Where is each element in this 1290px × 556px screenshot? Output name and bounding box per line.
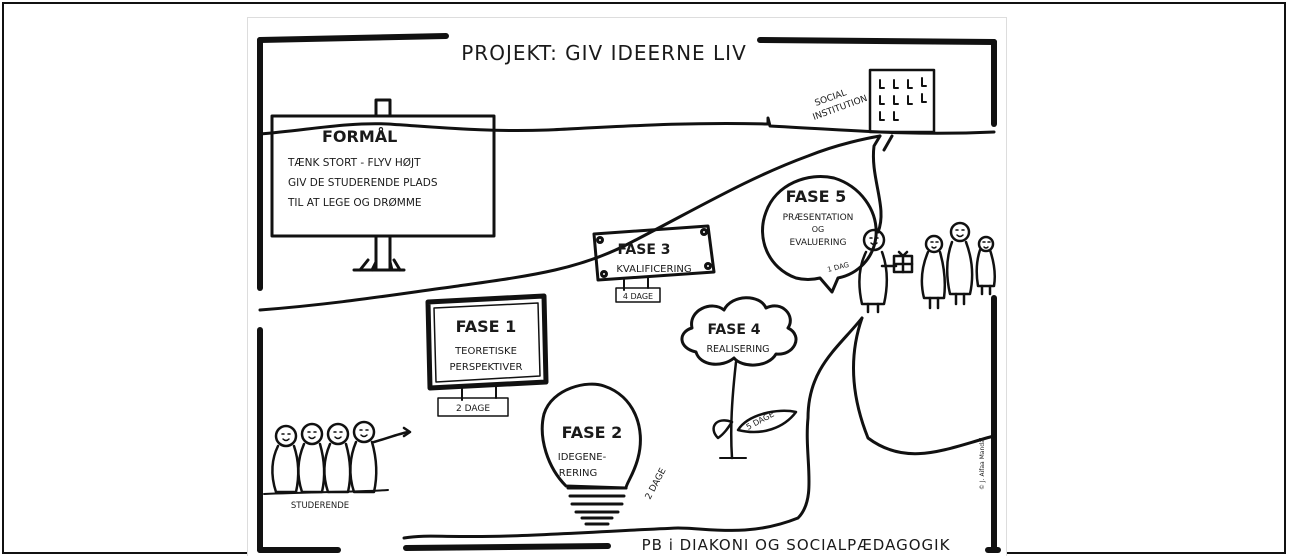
formal-line-2: GIV DE STUDERENDE PLADS <box>288 177 438 189</box>
fase2-line-1: IDEGENE- <box>558 452 607 463</box>
students-label: STUDERENDE <box>291 501 349 511</box>
sketch-drawing: PROJEKT: GIV IDEERNE LIV SOCIAL INSTITUT… <box>257 33 1001 554</box>
fase3-heading: FASE 3 <box>617 242 670 258</box>
signature: © J. Aifaa Mandal <box>979 437 986 490</box>
fase1-line-2: PERSPEKTIVER <box>450 362 523 373</box>
fase5-duration: 1 DAG <box>827 261 850 274</box>
fase1-duration: 2 DAGE <box>456 404 490 414</box>
fase5-figures-drawing <box>858 221 997 314</box>
fase4-heading: FASE 4 <box>707 322 760 338</box>
fase3-duration: 4 DAGE <box>623 292 653 301</box>
footer-text: PB i DIAKONI OG SOCIALPÆDAGOGIK <box>642 536 951 554</box>
fase5-line-1: PRÆSENTATION <box>783 213 854 223</box>
fase2-duration: 2 DAGE <box>644 466 669 501</box>
fase2-heading: FASE 2 <box>562 423 623 442</box>
fase1-sign-drawing <box>425 293 549 417</box>
formal-line-1: TÆNK STORT - FLYV HØJT <box>287 157 421 169</box>
fase1-line-1: TEORETISKE <box>454 346 517 357</box>
sketch-border <box>257 33 1001 553</box>
page-title: PROJEKT: GIV IDEERNE LIV <box>461 41 747 65</box>
fase4-cloud-drawing <box>680 296 798 460</box>
fase2-bulb-drawing <box>540 382 642 526</box>
sketch-sheet: PROJEKT: GIV IDEERNE LIV SOCIAL INSTITUT… <box>248 18 1006 556</box>
fase5-line-3: EVALUERING <box>790 238 847 248</box>
formal-line-3: TIL AT LEGE OG DRØMME <box>287 197 422 209</box>
fase5-bubble-drawing <box>761 175 878 294</box>
formal-heading: FORMÅL <box>322 127 397 146</box>
fase3-sign-drawing <box>592 224 716 303</box>
fase5-heading: FASE 5 <box>786 187 847 206</box>
fase2-line-2: RERING <box>559 468 597 479</box>
students-drawing <box>263 420 412 495</box>
building-drawing <box>868 68 936 134</box>
road-lines <box>258 116 996 540</box>
formal-sign-drawing <box>270 98 496 272</box>
fase1-heading: FASE 1 <box>456 317 517 336</box>
fase5-line-2: OG <box>812 225 825 234</box>
fase3-line-1: KVALIFICERING <box>616 264 691 275</box>
fase4-line-1: REALISERING <box>706 344 769 355</box>
face-marks <box>281 229 991 442</box>
